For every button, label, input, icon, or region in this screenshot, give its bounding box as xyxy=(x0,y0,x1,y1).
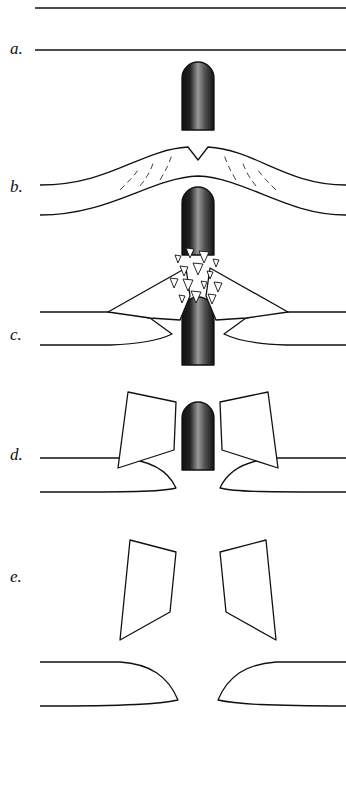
fragment xyxy=(175,255,181,263)
fragment xyxy=(213,259,219,267)
bulged-plate xyxy=(40,147,346,185)
fragment xyxy=(186,248,194,258)
panel-a xyxy=(35,8,346,130)
panel-letter: a. xyxy=(10,40,23,57)
plate-piece xyxy=(220,392,346,492)
panel-d xyxy=(40,392,346,492)
plate-piece xyxy=(40,540,178,706)
fragment xyxy=(199,251,209,263)
fragment xyxy=(193,263,203,275)
bullet xyxy=(182,62,214,130)
fragments xyxy=(170,248,222,304)
panel-letter: d. xyxy=(10,446,23,463)
panel-e xyxy=(40,540,346,706)
panel-letter: b. xyxy=(10,178,23,195)
plate-edge xyxy=(35,7,346,8)
panel-b xyxy=(40,147,346,255)
fragment xyxy=(207,271,213,279)
plate-petal xyxy=(40,268,190,345)
fragment xyxy=(180,266,188,276)
fragment xyxy=(214,282,222,292)
bullet xyxy=(182,297,214,365)
fragment xyxy=(170,278,178,288)
stress-lines xyxy=(120,154,276,190)
plate-edge xyxy=(35,49,346,50)
plate-petal xyxy=(206,268,346,345)
plate-piece xyxy=(40,392,176,492)
panel-letter: c. xyxy=(10,326,22,343)
bullet xyxy=(182,187,214,255)
bullet xyxy=(182,402,214,470)
panel-letter: e. xyxy=(10,568,22,585)
fragment xyxy=(179,295,185,303)
fragment xyxy=(183,279,193,291)
fragment xyxy=(191,291,201,303)
plate-piece xyxy=(218,540,346,706)
fragment xyxy=(208,294,216,304)
fragment xyxy=(201,281,207,289)
panel-c xyxy=(40,248,346,365)
